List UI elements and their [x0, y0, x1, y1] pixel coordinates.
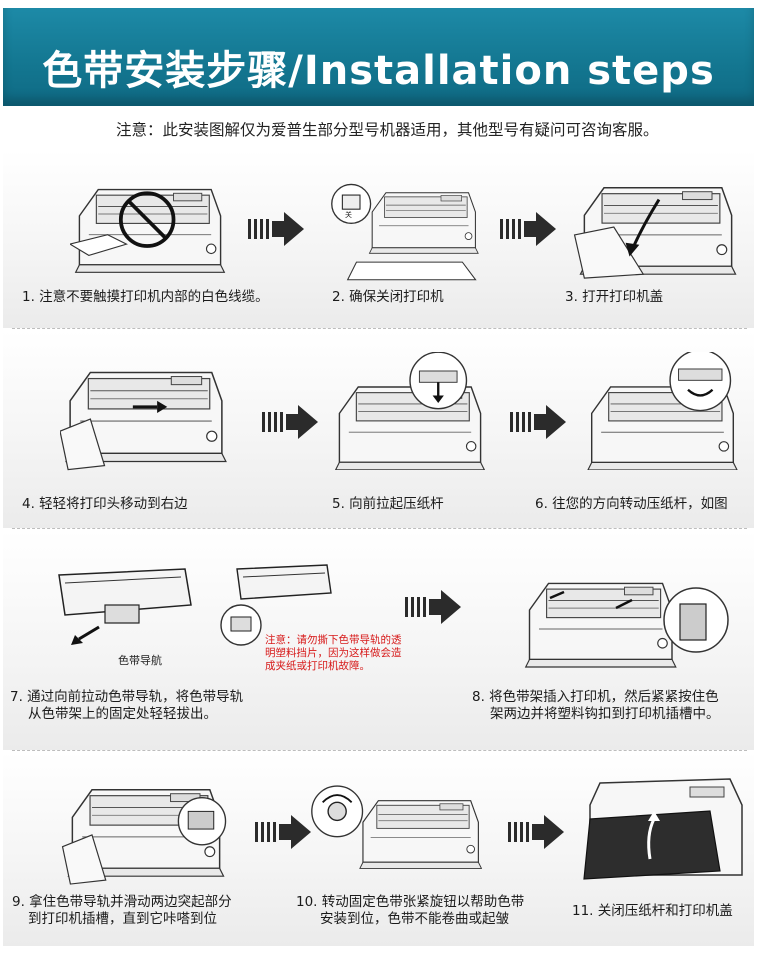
step-1-caption: 1. 注意不要触摸打印机内部的白色线缆。 — [22, 289, 269, 305]
step-arrow-icon — [255, 815, 311, 849]
page-title: 色带安装步骤/Installation steps — [42, 48, 715, 94]
step-4-caption: 4. 轻轻将打印头移动到右边 — [22, 496, 188, 512]
step-10-illustration — [311, 785, 482, 869]
step-arrow-icon — [262, 405, 318, 439]
step-8-illustration — [524, 582, 729, 668]
warning-text-line-1: 注意：请勿撕下色带导轨的透 — [265, 634, 402, 646]
step-7-caption-line-1: 7. 通过向前拉动色带导轨，将色带导轨 — [10, 689, 244, 705]
step-5-caption: 5. 向前拉起压纸杆 — [332, 496, 444, 512]
step-3-illustration — [573, 187, 737, 279]
step-3-caption: 3. 打开打印机盖 — [565, 289, 664, 305]
paper-bail-icon — [409, 352, 468, 410]
knob-icon — [311, 785, 364, 838]
step-5-illustration — [334, 352, 486, 470]
step-9-caption-line-2: 到打印机插槽，直到它咔嗒到位 — [28, 911, 217, 927]
step-10-caption-line-1: 10. 转动固定色带张紧旋钮以帮助色带 — [296, 894, 525, 910]
row-divider — [12, 528, 747, 529]
insert-cartridge-icon — [549, 587, 729, 653]
no-touch-icon — [118, 191, 176, 248]
close-cover-icon — [647, 811, 660, 860]
step-9-caption-line-1: 9. 拿住色带导轨并滑动两边突起部分 — [12, 894, 232, 910]
row-divider — [12, 328, 747, 329]
warning-text-line-2: 明塑料挡片，因为这样做会造 — [265, 647, 402, 659]
step-9-illustration — [61, 789, 227, 885]
step-4-illustration — [60, 371, 227, 471]
step-11-illustration — [583, 778, 743, 880]
step-arrow-icon — [510, 405, 566, 439]
ribbon-cartridge-icon — [58, 568, 192, 645]
step-8-caption-line-1: 8. 将色带架插入打印机，然后紧紧按住色 — [472, 689, 719, 705]
step-11-caption: 11. 关闭压纸杆和打印机盖 — [572, 903, 733, 919]
step-10-caption-line-2: 安装到位，色带不能卷曲或起皱 — [320, 911, 509, 927]
step-6-caption: 6. 往您的方向转动压纸杆，如图 — [535, 496, 728, 512]
power-inset-label: 关 — [345, 211, 352, 219]
slide-guide-icon — [177, 796, 227, 846]
notice-text: 注意：此安装图解仅为爱普生部分型号机器适用，其他型号有疑问可咨询客服。 — [116, 121, 659, 139]
step-arrow-icon — [500, 212, 556, 246]
warning-illustration — [220, 564, 332, 646]
step-7-caption-line-2: 从色带架上的固定处轻轻拔出。 — [28, 706, 217, 722]
step-1-illustration — [70, 188, 226, 274]
step-8-caption-line-2: 架两边并将塑料钩扣到打印机插槽中。 — [490, 706, 720, 722]
step-arrow-icon — [248, 212, 304, 246]
step-2-illustration — [331, 183, 479, 281]
warning-text-line-3: 成夹纸或打印机故障。 — [265, 660, 370, 672]
row-divider — [12, 750, 747, 751]
step-6-illustration — [587, 352, 738, 470]
step-7-illustration — [58, 568, 192, 645]
step-2-caption: 2. 确保关闭打印机 — [332, 289, 444, 305]
rotate-bail-icon — [669, 352, 732, 412]
step-arrow-icon — [508, 815, 564, 849]
open-cover-icon — [632, 198, 661, 248]
power-off-icon — [331, 183, 372, 224]
guide-label: 色带导航 — [118, 654, 162, 667]
header-banner: 色带安装步骤/Installation steps — [3, 8, 754, 106]
step-arrow-icon — [405, 590, 461, 624]
